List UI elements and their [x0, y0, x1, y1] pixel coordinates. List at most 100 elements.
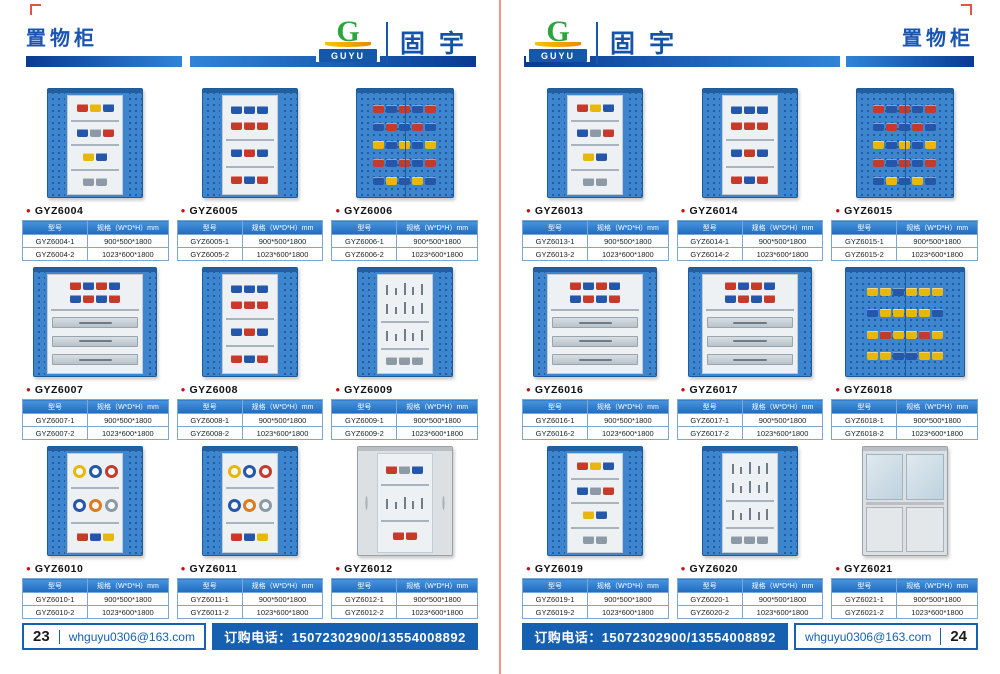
bin-icon [576, 104, 588, 113]
spec-model-cell: GYZ6019-1 [521, 592, 589, 606]
drawer [552, 335, 639, 347]
product-photo [331, 442, 478, 560]
tool-icon [394, 306, 397, 314]
bin-row [70, 104, 120, 113]
bin-row [50, 281, 140, 290]
bin-icon [231, 122, 243, 131]
spec-size-cell: 1023*600*1800 [587, 247, 669, 261]
spec-col-spec: 规格（W*D*H）mm [741, 578, 824, 593]
cabinet-door-left [688, 272, 700, 376]
logo-g-icon: G [336, 15, 360, 48]
bin-row [380, 465, 430, 474]
cabinet-door-right [799, 272, 811, 376]
bin-icon [386, 159, 398, 167]
cabinet-top [357, 447, 452, 451]
spec-table: 型号 规格（W*D*H）mm GYZ6010-1 900*500*1800 GY… [21, 578, 169, 619]
product-label: ● GYZ6011 [177, 560, 324, 578]
bin-icon [744, 176, 756, 185]
shelf [705, 308, 794, 311]
spec-row: GYZ6016-1 900*500*1800 [521, 413, 669, 427]
bin-icon [386, 177, 398, 185]
bin-icon [609, 281, 621, 290]
spec-model-cell: GYZ6006-2 [331, 247, 398, 261]
bin-icon [879, 287, 891, 296]
cabinet-top [534, 268, 657, 272]
bin-icon [757, 105, 769, 114]
spec-row: GYZ6013-1 900*500*1800 [521, 234, 669, 248]
tool-icon [412, 500, 415, 509]
footer-info-box: 23 whguyu0306@163.com [22, 623, 206, 650]
bin-icon [744, 122, 756, 131]
product-model: GYZ6010 [34, 563, 84, 575]
cabinet-interior [701, 274, 798, 374]
bin-icon [244, 301, 256, 310]
cabinet-doors [702, 451, 797, 555]
bin-row [570, 511, 620, 520]
drawer [52, 354, 139, 366]
spec-size-cell: 900*500*1800 [87, 234, 169, 248]
bin-icon [589, 486, 601, 495]
spec-row: GYZ6006-1 900*500*1800 [331, 234, 478, 248]
bin-icon [912, 159, 924, 167]
bin-icon [912, 177, 924, 185]
bullet-icon: ● [180, 564, 186, 573]
bin-row [705, 295, 795, 304]
bin-icon [744, 149, 756, 158]
cabinet-top [202, 89, 297, 93]
bin-icon [231, 149, 243, 158]
spec-table: 型号 规格（W*D*H）mm GYZ6020-1 900*500*1800 GY… [676, 578, 824, 619]
bin-icon [425, 123, 437, 131]
tool-icon [403, 329, 406, 342]
cabinet-door-left [548, 93, 566, 197]
spec-col-model: 型号 [831, 220, 898, 235]
product-card: ● GYZ6006 型号 规格（W*D*H）mm GYZ6006-1 900*5… [331, 84, 478, 261]
cabinet-top [357, 268, 452, 272]
cabinet-doors [48, 93, 143, 197]
product-photo [831, 442, 978, 560]
tool-row [725, 508, 775, 521]
bullet-icon: ● [680, 564, 686, 573]
spec-model-cell: GYZ6021-2 [831, 605, 898, 619]
bin-icon [931, 352, 943, 361]
spec-model-cell: GYZ6007-2 [21, 426, 89, 440]
cabinet-door-left [548, 451, 566, 555]
spec-model-cell: GYZ6005-2 [176, 247, 243, 261]
cabinet-top [356, 89, 453, 93]
bin-icon [879, 330, 891, 339]
cabinet-front [856, 93, 953, 197]
spec-row: GYZ6011-2 1023*600*1800 [176, 605, 324, 619]
reel-row [70, 464, 120, 478]
glass-window [865, 454, 904, 500]
spec-col-model: 型号 [21, 220, 89, 235]
bin-icon [757, 149, 769, 158]
cabinet-interior [67, 453, 124, 553]
cabinet-interior [221, 274, 278, 374]
reel-icon [259, 498, 273, 512]
spec-row: GYZ6012-2 1023*600*1800 [331, 605, 478, 619]
product-label: ● GYZ6004 [22, 202, 169, 220]
cabinet-door-left [202, 451, 220, 555]
bin-icon [412, 105, 424, 113]
bin-icon [244, 533, 256, 542]
spec-model-cell: GYZ6017-1 [676, 413, 743, 427]
product-label: ● GYZ6007 [22, 381, 169, 399]
spec-row: GYZ6018-2 1023*600*1800 [831, 426, 978, 440]
cabinet-doors [48, 451, 143, 555]
shelf [71, 521, 120, 524]
product-card: ● GYZ6011 型号 规格（W*D*H）mm GYZ6011-1 900*5… [176, 442, 324, 619]
spec-col-model: 型号 [521, 578, 589, 593]
spec-col-spec: 规格（W*D*H）mm [396, 220, 478, 235]
spec-row: GYZ6012-1 900*500*1800 [331, 592, 478, 606]
product-card: ● GYZ6014 型号 规格（W*D*H）mm GYZ6014-1 900*5… [676, 84, 824, 261]
reel-icon [88, 464, 102, 478]
bin-icon [892, 352, 904, 361]
bin-icon [905, 352, 917, 361]
bin-icon [596, 177, 608, 186]
bin-icon [244, 122, 256, 131]
bullet-icon: ● [26, 385, 31, 394]
bin-icon [912, 105, 924, 113]
reel-icon [243, 498, 257, 512]
product-label: ● GYZ6006 [331, 202, 478, 220]
bin-icon [257, 122, 269, 131]
bin-icon [724, 295, 736, 304]
